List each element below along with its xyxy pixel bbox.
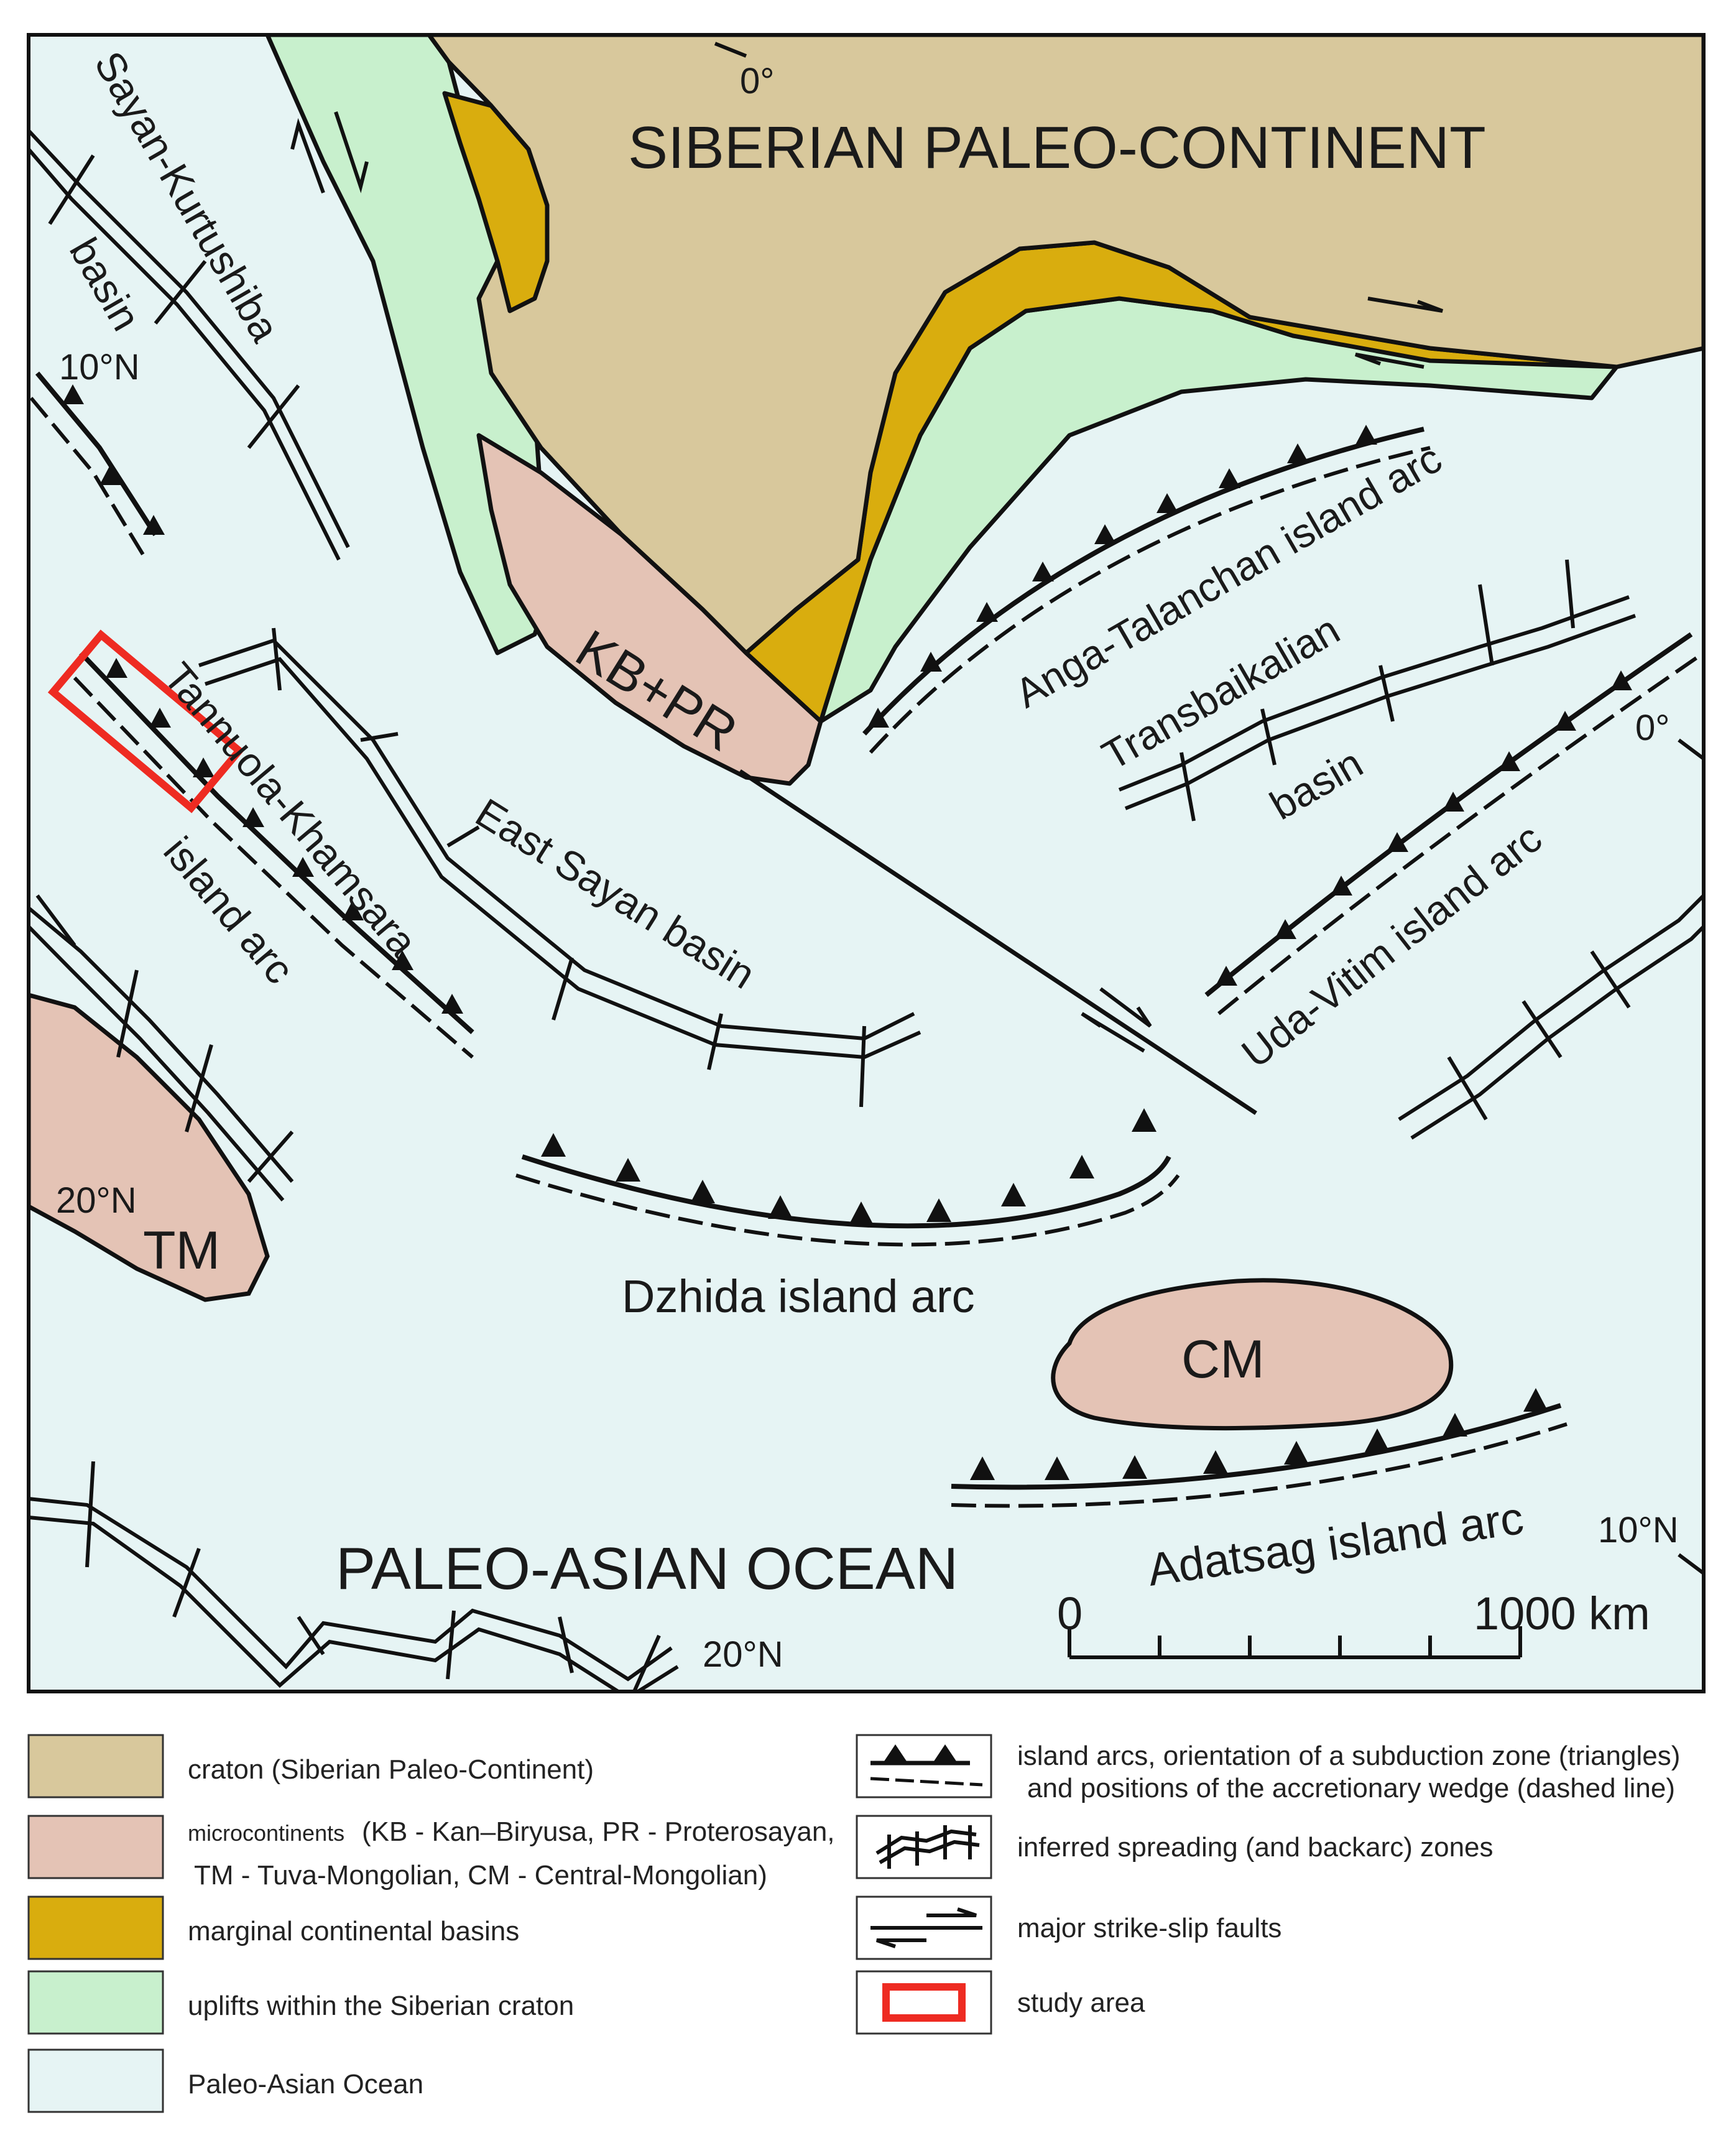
dzhida-arc-dash (515, 1173, 1180, 1247)
legend-faults-text: major strike-slip faults (1017, 1913, 1281, 1943)
fault-arrow-top (714, 42, 747, 58)
lat-tick-right-10 (1678, 1553, 1704, 1575)
lat-20n-bottom: 20°N (703, 1634, 783, 1675)
uda-vitim-triangles (1216, 670, 1632, 986)
tm-microcontinent (29, 993, 270, 1302)
anga-talanchan-arc-line (862, 427, 1424, 736)
spreading-east-sayan (198, 627, 921, 1108)
lat-tick-right (1678, 738, 1704, 761)
scale-max: 1000 km (1474, 1588, 1650, 1639)
lat-20n-left: 20°N (56, 1180, 137, 1221)
ocean-label: PALEO-ASIAN OCEAN (336, 1535, 958, 1602)
legend-micro-prefix: microcontinents (188, 1820, 344, 1846)
fault-arrow-north-1 (290, 118, 325, 194)
scale-zero: 0 (1057, 1588, 1083, 1639)
legend-swatch-marginal (27, 1895, 164, 1960)
lat-0-top: 0° (740, 61, 774, 101)
legend-study-text: study area (1017, 1988, 1145, 2018)
kb-pr-microcontinent (476, 433, 823, 786)
tm-label: TM (143, 1221, 220, 1280)
anga-talanchan-arc-dash (869, 446, 1431, 754)
fault-arrow-east-2 (1354, 353, 1424, 369)
legend-fault-symbol (870, 1907, 982, 1948)
legend-box-study (856, 1970, 992, 2035)
legend-swatch-microcontinent (27, 1815, 164, 1879)
cm-microcontinent (1051, 1278, 1454, 1431)
adatsag-arc-dash (951, 1422, 1567, 1508)
legend-arcs-line1: island arcs, orientation of a subduction… (1017, 1741, 1680, 1771)
spreading-sayan (29, 129, 350, 561)
spreading-south (29, 1461, 679, 1692)
tannuola-arc-line (79, 651, 474, 1034)
legend-arcs-line2: and positions of the accretionary wedge … (1027, 1773, 1675, 1803)
fault-arrow-east-1 (1367, 297, 1444, 313)
legend-swatch-ocean (27, 2048, 164, 2113)
scale-bar (1068, 1626, 1522, 1659)
nw-arc-triangles (62, 384, 165, 535)
lat-10n-left: 10°N (59, 347, 140, 387)
lat-0-right: 0° (1635, 708, 1669, 748)
uda-vitim-arc-line (1204, 632, 1693, 997)
legend-uplift-text: uplifts within the Siberian craton (188, 1991, 574, 2021)
legend-spreading-symbol (875, 1825, 980, 1869)
legend-swatch-craton (27, 1734, 164, 1798)
fault-arrow-nw (1081, 1012, 1145, 1053)
legend-box-arcs (856, 1734, 992, 1798)
adatsag-triangles (970, 1388, 1548, 1480)
legend-study-symbol (882, 1983, 966, 2022)
fault-arrow-se (1099, 987, 1152, 1028)
spreading-west (29, 894, 294, 1201)
uda-vitim-arc-dash (1217, 651, 1704, 1016)
tannuola-triangles (106, 658, 463, 1014)
nw-arc-line (35, 371, 158, 537)
legend-craton-text: craton (Siberian Paleo-Continent) (188, 1754, 594, 1785)
legend-ocean-text: Paleo-Asian Ocean (188, 2069, 423, 2099)
dzhida-triangles (541, 1108, 1157, 1225)
tannuola-arc-dash (73, 676, 474, 1059)
legend: craton (Siberian Paleo-Continent) microc… (27, 1734, 1680, 2113)
legend-micro-line2: TM - Tuva-Mongolian, CM - Central-Mongol… (194, 1860, 767, 1891)
adatsag-arc-line (951, 1403, 1562, 1490)
spreading-transbaikalian (1118, 559, 1637, 822)
study-area-box (47, 629, 245, 813)
legend-micro-line1: (KB - Kan–Biryusa, PR - Proterosayan, (362, 1817, 835, 1847)
cm-label: CM (1181, 1330, 1265, 1389)
map-frame (27, 33, 1706, 1693)
anga-talanchan-triangles (867, 425, 1377, 728)
legend-arc-symbol (870, 1744, 983, 1787)
dzhida-label: Dzhida island arc (622, 1271, 975, 1322)
strike-slip-fault (739, 769, 1257, 1115)
legend-marginal-text: marginal continental basins (188, 1916, 519, 1946)
title-label: SIBERIAN PALEO-CONTINENT (628, 114, 1486, 181)
dzhida-arc-line (521, 1154, 1171, 1229)
spreading-southeast (1398, 894, 1704, 1140)
legend-swatch-uplift (27, 1970, 164, 2035)
fault-arrow-north-2 (334, 111, 369, 193)
legend-spreading-text: inferred spreading (and backarc) zones (1017, 1832, 1494, 1863)
lat-10n-right: 10°N (1598, 1510, 1679, 1550)
